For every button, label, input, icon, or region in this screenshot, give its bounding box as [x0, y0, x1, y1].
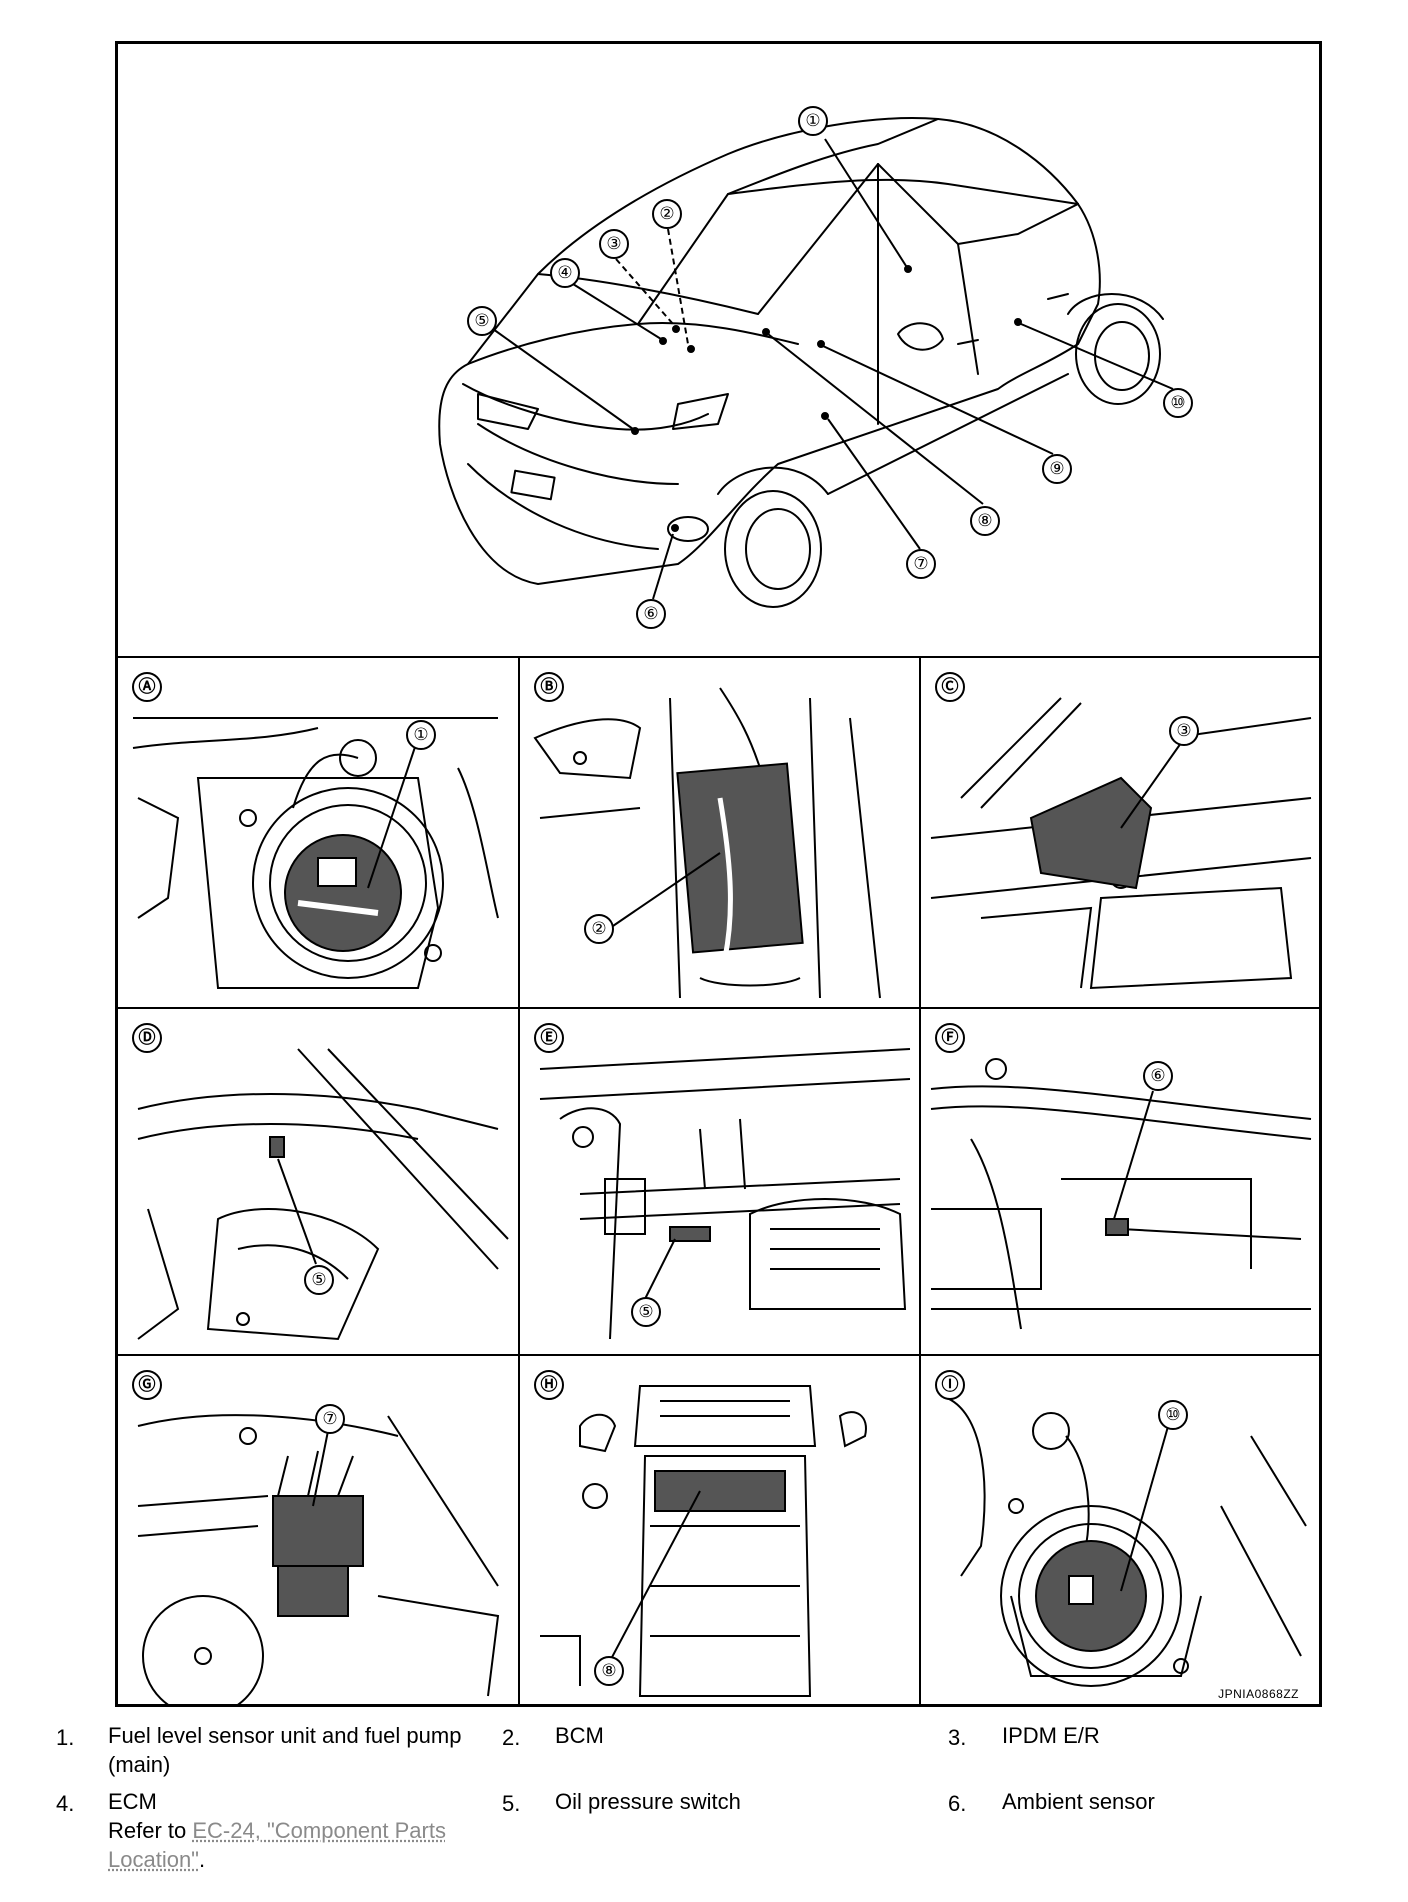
detail-panel-d: Ⓓ ⑤	[118, 1009, 518, 1354]
ipdm-illustration	[930, 697, 1312, 990]
panel-h-callout: ⑧	[594, 1656, 624, 1686]
detail-panel-b: Ⓑ ②	[520, 658, 919, 1007]
legend-num-6: 6.	[948, 1791, 967, 1816]
legend-num-1: 1.	[56, 1725, 75, 1750]
panel-i-callout: ⑩	[1158, 1400, 1188, 1430]
fuel-level-sensor-illustration	[940, 1395, 1307, 1687]
legend-num-4: 4.	[56, 1791, 75, 1816]
legend-label-6: Ambient sensor	[1002, 1789, 1155, 1814]
figure-reference-code: JPNIA0868ZZ	[1218, 1687, 1299, 1701]
legend-label-1-line2: (main)	[108, 1752, 171, 1777]
callout-4: ④	[550, 258, 580, 288]
panel-letter-i: Ⓘ	[935, 1370, 965, 1400]
detail-panel-g: Ⓖ ⑦	[118, 1356, 518, 1704]
panel-letter-e: Ⓔ	[534, 1023, 564, 1053]
callout-8: ⑧	[970, 506, 1000, 536]
panel-letter-a: Ⓐ	[132, 672, 162, 702]
panel-letter-b: Ⓑ	[534, 672, 564, 702]
component-legend: 1. Fuel level sensor unit and fuel pump …	[0, 1723, 1408, 1895]
divider-col-2	[919, 658, 921, 1704]
ec-24-reference-link[interactable]: EC-24, "Component Parts	[192, 1818, 446, 1843]
detail-panel-c: Ⓒ ③	[921, 658, 1319, 1007]
detail-panel-a: Ⓐ ①	[118, 658, 518, 1007]
bcm-illustration	[533, 687, 881, 999]
divider-row-2	[118, 1007, 1319, 1009]
callout-7: ⑦	[906, 549, 936, 579]
callout-3: ③	[599, 229, 629, 259]
legend-item-4: ECM Refer to EC-24, "Component Parts Loc…	[108, 1787, 498, 1874]
center-console-illustration	[540, 1385, 867, 1697]
panel-letter-f: Ⓕ	[935, 1023, 965, 1053]
detail-panel-i: Ⓘ ⑩ JPNIA0868ZZ	[921, 1356, 1319, 1704]
legend-refer-suffix: .	[199, 1847, 206, 1872]
legend-num-3: 3.	[948, 1725, 967, 1750]
divider-col-1	[518, 658, 520, 1704]
panel-c-callout: ③	[1169, 716, 1199, 746]
fuel-pump-illustration	[132, 717, 499, 989]
oil-pressure-switch-illustration-e	[539, 1048, 911, 1340]
legend-label-1-line1: Fuel level sensor unit and fuel pump	[108, 1723, 462, 1748]
legend-num-2: 2.	[502, 1725, 521, 1750]
panel-f-callout: ⑥	[1143, 1061, 1173, 1091]
legend-label-3: IPDM E/R	[1002, 1723, 1100, 1748]
callout-10: ⑩	[1163, 388, 1193, 418]
panel-letter-h: Ⓗ	[534, 1370, 564, 1400]
callout-5: ⑤	[467, 306, 497, 336]
detail-panel-f: Ⓕ ⑥	[921, 1009, 1319, 1354]
detail-panel-e: Ⓔ ⑤	[520, 1009, 919, 1354]
panel-e-callout: ⑤	[631, 1297, 661, 1327]
legend-refer-prefix: Refer to	[108, 1818, 193, 1843]
legend-item-1: Fuel level sensor unit and fuel pump (ma…	[108, 1721, 498, 1779]
legend-label-2: BCM	[555, 1723, 604, 1748]
legend-refer-line2: Location".	[108, 1845, 498, 1874]
divider-overview	[118, 656, 1319, 658]
detail-panel-h: Ⓗ ⑧	[520, 1356, 919, 1704]
ambient-sensor-illustration	[930, 1058, 1312, 1330]
divider-row-3	[118, 1354, 1319, 1356]
panel-letter-d: Ⓓ	[132, 1023, 162, 1053]
panel-letter-c: Ⓒ	[935, 672, 965, 702]
panel-g-callout: ⑦	[315, 1404, 345, 1434]
abs-actuator-illustration	[137, 1414, 500, 1704]
callout-9: ⑨	[1042, 454, 1072, 484]
panel-b-callout: ②	[584, 914, 614, 944]
callout-6: ⑥	[636, 599, 666, 629]
panel-letter-g: Ⓖ	[132, 1370, 162, 1400]
legend-label-4: ECM	[108, 1789, 157, 1814]
callout-2: ②	[652, 199, 682, 229]
legend-num-5: 5.	[502, 1791, 521, 1816]
vehicle-overview: ① ② ③ ④ ⑤ ⑥ ⑦ ⑧ ⑨ ⑩	[118, 44, 1319, 658]
oil-pressure-switch-illustration-d	[137, 1048, 509, 1341]
legend-refer-line: Refer to EC-24, "Component Parts	[108, 1816, 498, 1845]
vehicle-outline-illustration	[438, 117, 1174, 608]
legend-label-5: Oil pressure switch	[555, 1789, 741, 1814]
ec-24-reference-link-cont[interactable]: Location"	[108, 1847, 199, 1872]
callout-1: ①	[798, 106, 828, 136]
component-location-figure: ① ② ③ ④ ⑤ ⑥ ⑦ ⑧ ⑨ ⑩	[115, 41, 1322, 1707]
panel-a-callout: ①	[406, 720, 436, 750]
panel-d-callout: ⑤	[304, 1265, 334, 1295]
